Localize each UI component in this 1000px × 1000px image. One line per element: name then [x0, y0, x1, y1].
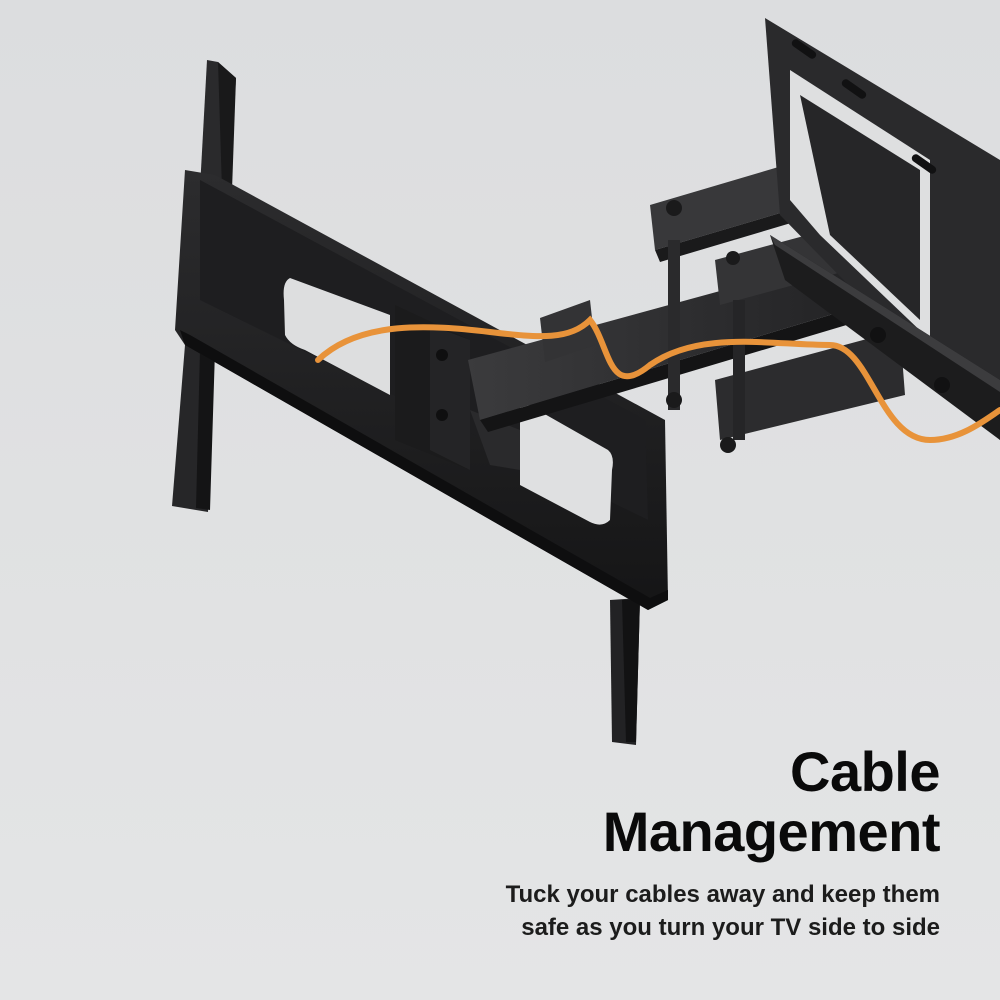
- description-line-1: Tuck your cables away and keep them: [505, 881, 940, 908]
- feature-caption: Cable Management Tuck your cables away a…: [506, 740, 941, 944]
- description-line-2: safe as you turn your TV side to side: [521, 914, 940, 941]
- feature-headline: Cable Management: [506, 740, 941, 863]
- headline-line-2: Management: [602, 800, 941, 863]
- feature-description: Tuck your cables away and keep them safe…: [506, 878, 940, 944]
- tv-plate-right: [765, 18, 1000, 440]
- headline-line-1: Cable: [790, 740, 941, 803]
- left-vertical-rail: [172, 60, 236, 512]
- right-vertical-rail: [610, 410, 640, 745]
- orange-cable: [315, 315, 1000, 444]
